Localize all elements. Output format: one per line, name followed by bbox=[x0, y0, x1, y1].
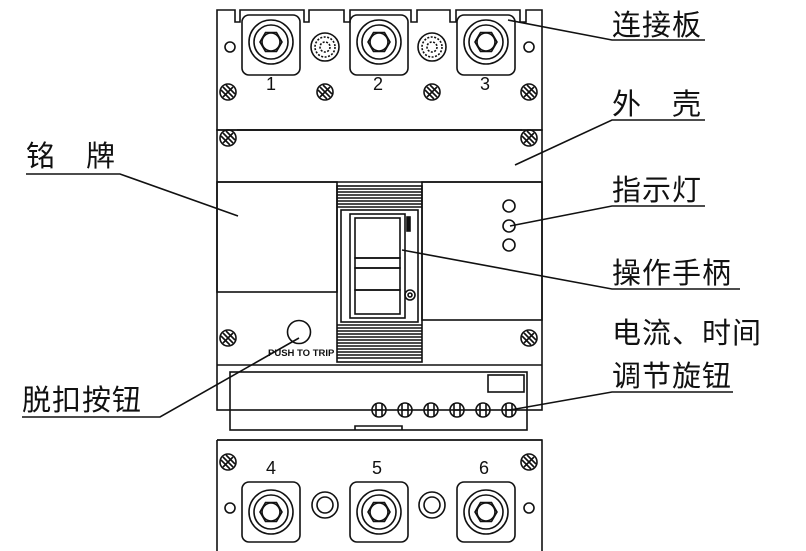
screw-icon bbox=[520, 83, 538, 101]
screw-icon bbox=[219, 129, 237, 147]
right-panel bbox=[421, 181, 543, 321]
terminal-screw-1 bbox=[241, 14, 301, 76]
adjustment-knob[interactable] bbox=[397, 402, 413, 418]
terminal-separator-ring bbox=[311, 491, 339, 519]
bottom-terminal-block bbox=[216, 439, 543, 551]
leader-line-adjustment bbox=[509, 391, 733, 411]
terminal-screw-2 bbox=[349, 14, 409, 76]
terminal-screw-6 bbox=[456, 481, 516, 543]
adjustment-knob[interactable] bbox=[423, 402, 439, 418]
terminal-screw-5 bbox=[349, 481, 409, 543]
screw-icon bbox=[520, 129, 538, 147]
terminal-separator-ring bbox=[418, 491, 446, 519]
leader-line-handle bbox=[401, 249, 740, 290]
adjustment-knob[interactable] bbox=[371, 402, 387, 418]
terminal-number-5: 5 bbox=[372, 458, 382, 478]
terminal-number-4: 4 bbox=[266, 458, 276, 478]
label-handle: 操作手柄 bbox=[612, 256, 732, 290]
screw-icon bbox=[520, 329, 538, 347]
mount-hole bbox=[523, 502, 535, 514]
top-terminal-block bbox=[216, 9, 543, 131]
terminal-number-1: 1 bbox=[266, 74, 276, 94]
mount-hole bbox=[224, 502, 236, 514]
operating-handle[interactable] bbox=[349, 213, 416, 319]
terminal-number-3: 3 bbox=[480, 74, 490, 94]
push-to-trip-label: PUSH TO TRIP bbox=[268, 348, 335, 359]
screw-icon bbox=[219, 453, 237, 471]
screw-icon bbox=[520, 453, 538, 471]
terminal-separator-knob bbox=[417, 32, 447, 62]
leader-line-nameplate bbox=[26, 173, 239, 217]
screw-icon bbox=[219, 83, 237, 101]
screw-icon bbox=[316, 83, 334, 101]
label-housing: 外 壳 bbox=[612, 87, 702, 121]
screw-icon bbox=[423, 83, 441, 101]
label-indicator: 指示灯 bbox=[612, 173, 702, 207]
leader-line-housing bbox=[514, 119, 705, 166]
leader-line-connection-plate bbox=[507, 19, 705, 41]
label-nameplate: 铭 牌 bbox=[26, 139, 116, 173]
label-adjust-line2: 调节旋钮 bbox=[612, 359, 732, 393]
label-connection-plate: 连接板 bbox=[612, 8, 702, 42]
push-to-trip-button[interactable] bbox=[286, 319, 312, 345]
terminal-number-6: 6 bbox=[479, 458, 489, 478]
leader-line-trip-button bbox=[22, 337, 300, 418]
adjustment-window bbox=[229, 371, 528, 431]
adjustment-knob[interactable] bbox=[449, 402, 465, 418]
adjustment-knob[interactable] bbox=[475, 402, 491, 418]
terminal-number-2: 2 bbox=[373, 74, 383, 94]
leader-line-indicator bbox=[509, 205, 705, 227]
label-trip-button: 脱扣按钮 bbox=[22, 383, 142, 417]
terminal-screw-4 bbox=[241, 481, 301, 543]
terminal-screw-3 bbox=[456, 14, 516, 76]
screw-icon bbox=[219, 329, 237, 347]
label-adjust-line1: 电流、时间 bbox=[612, 316, 762, 350]
handle-housing bbox=[336, 185, 423, 363]
nameplate-panel bbox=[216, 181, 338, 293]
terminal-separator-knob bbox=[310, 32, 340, 62]
indicator-lights bbox=[502, 199, 516, 252]
breaker-housing bbox=[216, 129, 543, 411]
